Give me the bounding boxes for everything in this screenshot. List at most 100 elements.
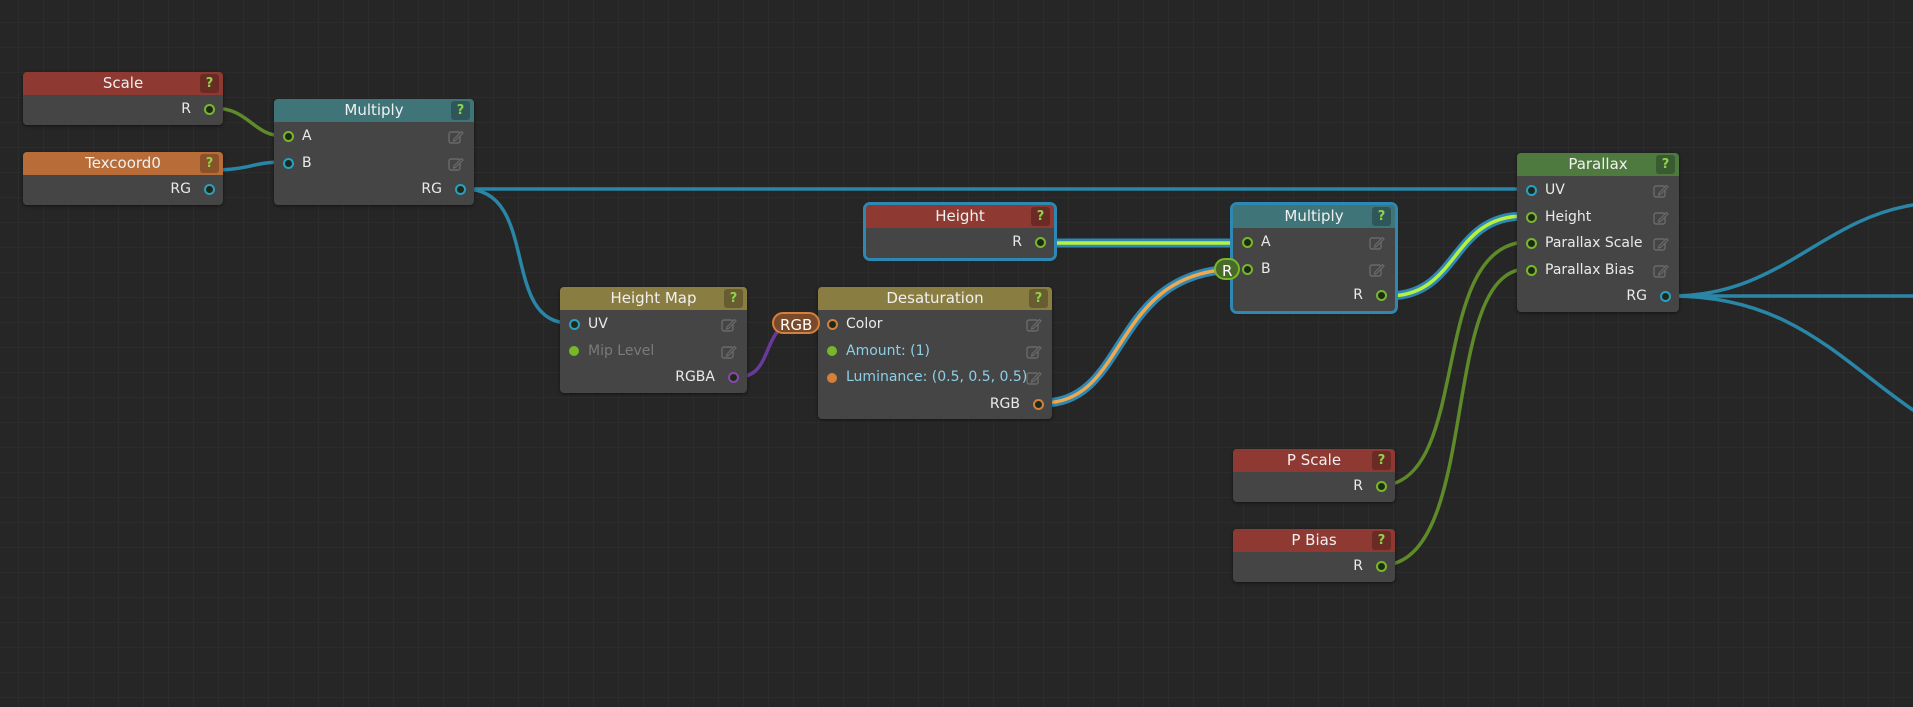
edit-icon[interactable] — [448, 128, 464, 144]
input-port[interactable] — [569, 319, 580, 330]
input-luminance: Luminance: (0.5, 0.5, 0.5) — [818, 364, 1052, 391]
input-port[interactable] — [1242, 263, 1253, 275]
wire-multiply-to-parallax-height-outline — [1383, 211, 1529, 301]
node-scale[interactable]: Scale?R — [23, 72, 223, 125]
input-port[interactable] — [1526, 264, 1537, 276]
node-body: R — [1233, 552, 1395, 582]
edit-icon[interactable] — [1653, 262, 1669, 278]
node-title: Desaturation — [886, 289, 984, 307]
edit-icon[interactable] — [1653, 235, 1669, 251]
input-b: B — [1233, 256, 1395, 283]
node-header[interactable]: Desaturation? — [818, 287, 1052, 310]
edit-icon[interactable] — [1026, 316, 1042, 332]
node-header[interactable]: Scale? — [23, 72, 223, 95]
node-header[interactable]: Multiply? — [274, 99, 474, 122]
node-header[interactable]: Multiply? — [1233, 205, 1395, 228]
node-header[interactable]: P Scale? — [1233, 449, 1395, 472]
edit-icon[interactable] — [1369, 234, 1385, 250]
output-port[interactable] — [204, 184, 215, 195]
wire-pbias-to-parallax-bias[interactable] — [1386, 267, 1526, 567]
edit-icon[interactable] — [721, 343, 737, 359]
input-height: Height — [1517, 204, 1679, 231]
help-button[interactable]: ? — [1656, 155, 1675, 174]
wire-desaturation-to-multiply-b[interactable] — [1041, 267, 1241, 405]
output-label: R — [1353, 287, 1363, 303]
input-label: Amount: (1) — [846, 342, 931, 359]
edit-icon[interactable] — [448, 155, 464, 171]
help-button[interactable]: ? — [1031, 207, 1050, 226]
output-port[interactable] — [1033, 398, 1044, 410]
help-button[interactable]: ? — [1029, 289, 1048, 308]
edit-icon[interactable] — [1026, 343, 1042, 359]
input-uv: UV — [560, 311, 747, 338]
swizzle-bubble-r[interactable]: R — [1214, 258, 1241, 280]
wire-desaturation-to-multiply-b-outline — [1038, 264, 1244, 408]
wire-multiply-to-parallax-height[interactable] — [1386, 214, 1526, 298]
help-button[interactable]: ? — [1372, 451, 1391, 470]
wire-parallax-out-up[interactable] — [1670, 203, 1913, 298]
node-title: Texcoord0 — [85, 154, 161, 172]
output-port[interactable] — [1376, 561, 1387, 572]
node-title: Height Map — [610, 289, 697, 307]
node-pbias[interactable]: P Bias?R — [1233, 529, 1395, 582]
node-header[interactable]: Height Map? — [560, 287, 747, 310]
swizzle-bubble-rgb[interactable]: RGB — [772, 312, 821, 334]
input-a: A — [274, 123, 474, 150]
input-port[interactable] — [283, 131, 294, 142]
input-color: Color — [818, 311, 1052, 338]
output-r: R — [1233, 553, 1395, 580]
edit-icon[interactable] — [1369, 261, 1385, 277]
help-button[interactable]: ? — [200, 74, 219, 93]
output-port[interactable] — [728, 372, 739, 383]
node-body: R — [1233, 472, 1395, 502]
input-label: UV — [588, 316, 608, 332]
input-port[interactable] — [827, 372, 837, 383]
node-header[interactable]: P Bias? — [1233, 529, 1395, 552]
input-a: A — [1233, 229, 1395, 256]
edit-icon[interactable] — [1653, 182, 1669, 198]
help-button[interactable]: ? — [1372, 207, 1391, 226]
output-port[interactable] — [1376, 290, 1387, 301]
help-button[interactable]: ? — [1372, 531, 1391, 550]
wire-pscale-to-parallax-scale[interactable] — [1386, 240, 1526, 487]
edit-icon[interactable] — [1653, 209, 1669, 225]
output-label: RGBA — [675, 369, 715, 385]
output-label: RG — [1626, 288, 1647, 304]
output-port[interactable] — [1376, 481, 1387, 492]
edit-icon[interactable] — [721, 316, 737, 332]
node-header[interactable]: Texcoord0? — [23, 152, 223, 175]
input-label: Parallax Bias — [1545, 261, 1635, 278]
edit-icon[interactable] — [1026, 369, 1042, 385]
input-port[interactable] — [1526, 185, 1537, 196]
input-port[interactable] — [1526, 211, 1537, 223]
input-port[interactable] — [827, 346, 837, 356]
node-header[interactable]: Parallax? — [1517, 153, 1679, 176]
output-port[interactable] — [1660, 291, 1671, 302]
node-pscale[interactable]: P Scale?R — [1233, 449, 1395, 502]
input-port[interactable] — [827, 319, 838, 330]
input-port[interactable] — [1242, 237, 1253, 248]
node-header[interactable]: Height? — [866, 205, 1054, 228]
input-port[interactable] — [283, 157, 294, 169]
output-label: RG — [421, 181, 442, 197]
help-button[interactable]: ? — [200, 154, 219, 173]
node-texcoord0[interactable]: Texcoord0?RG — [23, 152, 223, 205]
node-height[interactable]: Height?R — [863, 202, 1057, 261]
output-port[interactable] — [204, 104, 215, 115]
help-button[interactable]: ? — [451, 101, 470, 120]
wire-multiply-to-heightmap-uv[interactable] — [463, 187, 571, 325]
help-button[interactable]: ? — [724, 289, 743, 308]
wire-parallax-out-down[interactable] — [1670, 294, 1913, 412]
input-port[interactable] — [1526, 238, 1537, 249]
output-port[interactable] — [1035, 237, 1046, 248]
input-port[interactable] — [569, 346, 579, 356]
output-port[interactable] — [455, 184, 466, 195]
